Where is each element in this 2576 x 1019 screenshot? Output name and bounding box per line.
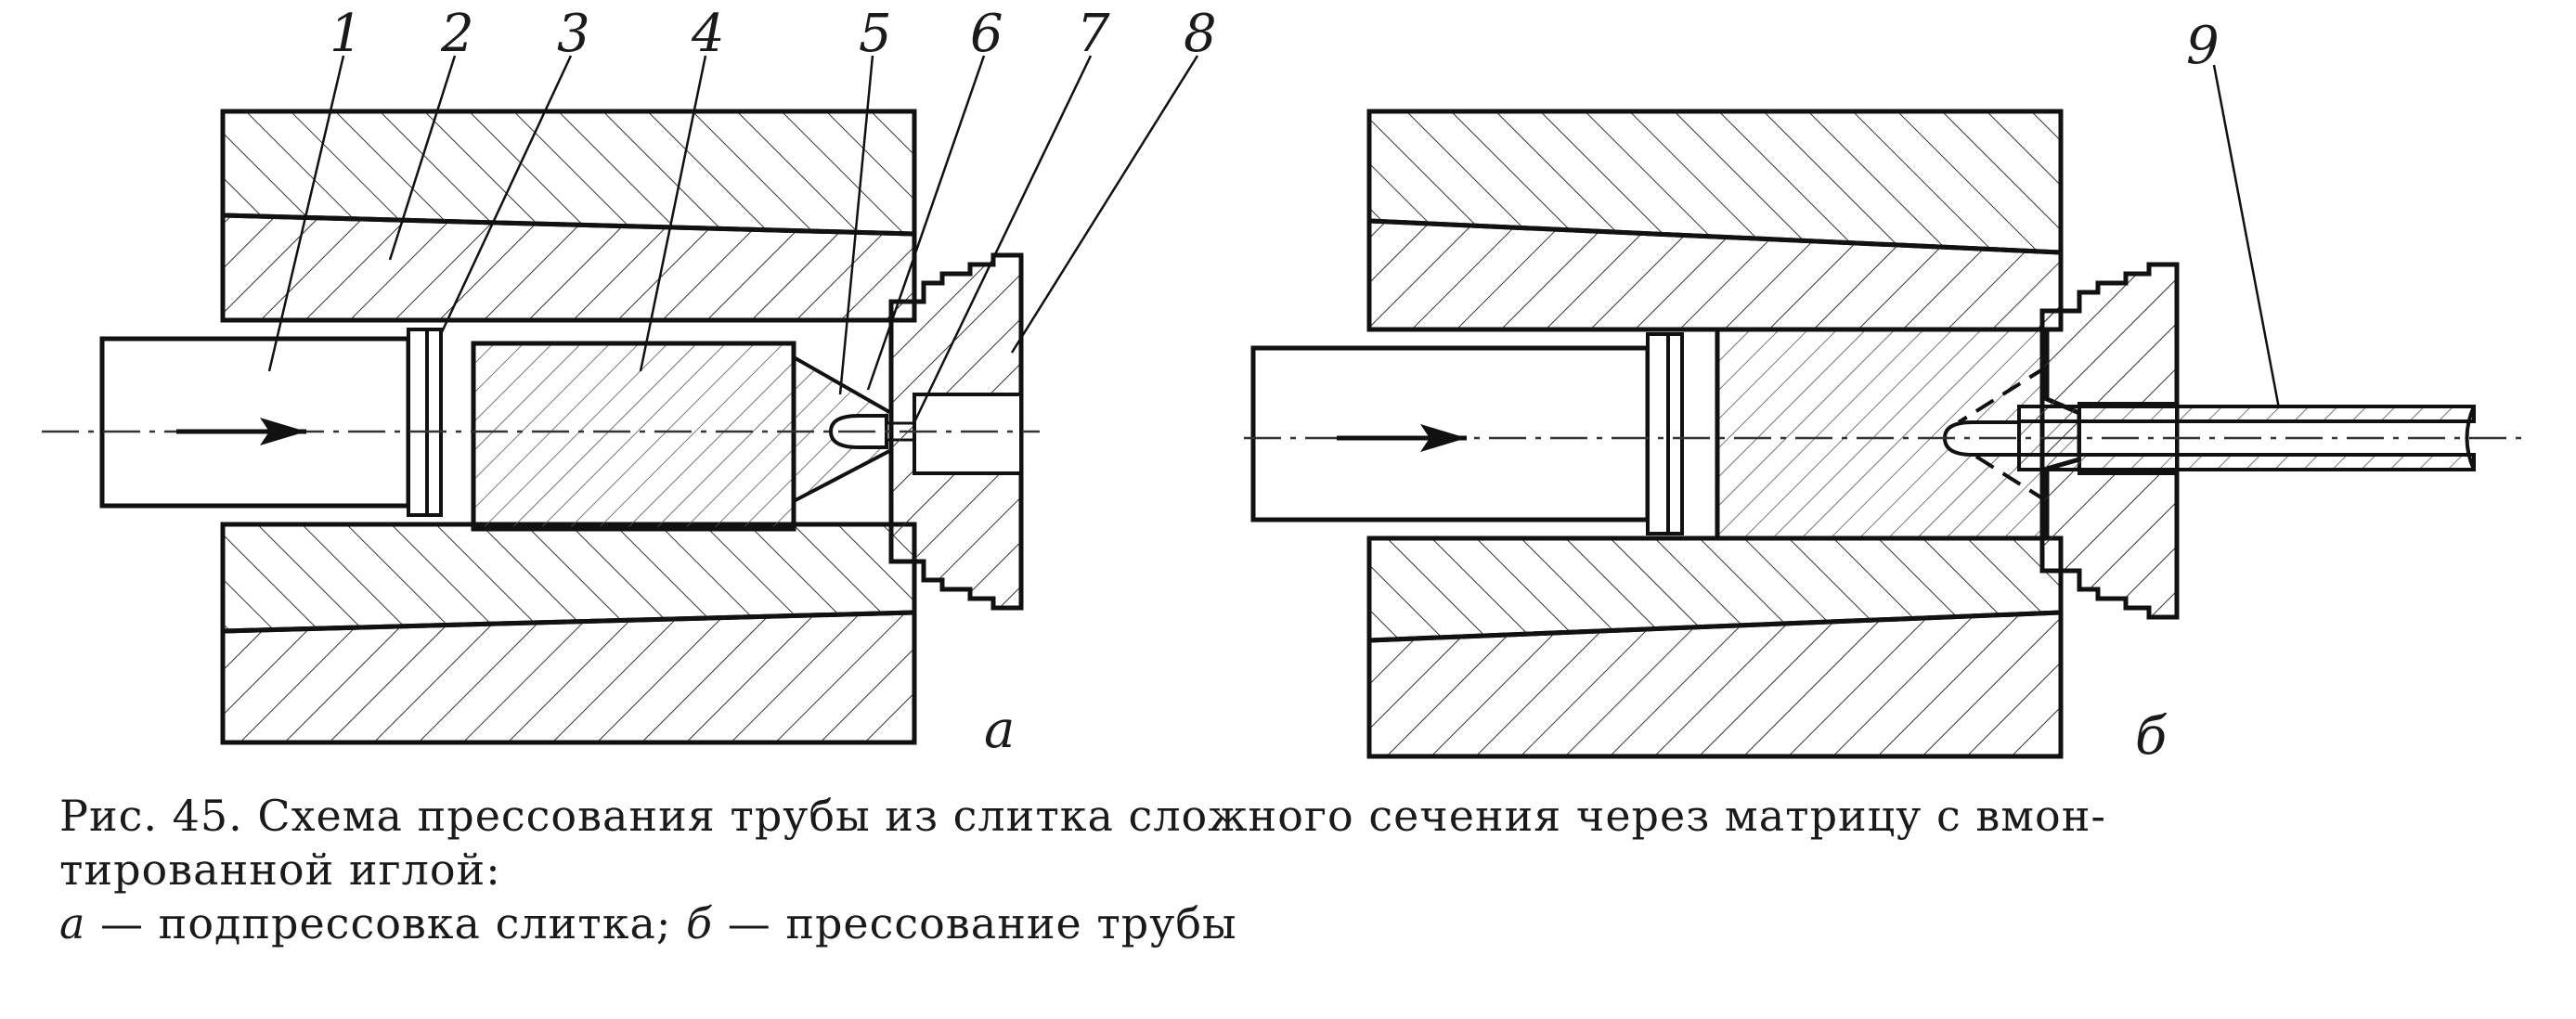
label-part-2: 2 bbox=[440, 4, 474, 64]
container-outer-bottom-b bbox=[1366, 610, 2064, 759]
view-b-letter: б bbox=[2135, 706, 2168, 761]
billet-cone-dashed bbox=[1957, 365, 2049, 503]
arrowhead-a bbox=[260, 418, 306, 445]
caption-line-3: а — подпрессовка слитка; б — прессование… bbox=[59, 896, 2510, 950]
caption-a-text: — подпрессовка слитка; bbox=[85, 898, 686, 948]
caption-line-2: тированной иглой: bbox=[59, 845, 501, 895]
press-ram bbox=[99, 336, 411, 509]
view-b: 9 б bbox=[1244, 16, 2525, 761]
caption-letter-a: а bbox=[59, 898, 86, 948]
label-part-6: 6 bbox=[970, 4, 1003, 64]
caption-letter-b: б bbox=[686, 898, 714, 948]
view-a: 1 2 3 4 5 6 7 8 а bbox=[42, 4, 1217, 760]
tube-break bbox=[2465, 406, 2476, 471]
label-part-4: 4 bbox=[691, 4, 725, 64]
dummy-block bbox=[407, 328, 429, 517]
dummy-block-face-b bbox=[1666, 332, 1684, 535]
label-part-3: 3 bbox=[557, 4, 590, 64]
dummy-block-face bbox=[425, 328, 443, 517]
caption-b-text: — прессование трубы bbox=[713, 898, 1237, 948]
label-part-9: 9 bbox=[2186, 16, 2220, 76]
tube-wall-bottom bbox=[2017, 453, 2476, 471]
leader-line-9 bbox=[2212, 64, 2281, 409]
leader-lines-a bbox=[267, 55, 1199, 423]
label-part-5: 5 bbox=[859, 4, 892, 64]
die-orifice bbox=[913, 393, 1023, 475]
label-part-8: 8 bbox=[1184, 4, 1217, 64]
container-liner-top bbox=[220, 213, 917, 323]
caption-line-1: Рис. 45. Схема прессования трубы из слит… bbox=[59, 791, 2106, 841]
container-outer-bottom bbox=[220, 610, 917, 745]
billet-upset bbox=[1715, 327, 2082, 541]
figure-caption: Рис. 45. Схема прессования трубы из слит… bbox=[59, 789, 2510, 950]
press-scheme-figure: 1 2 3 4 5 6 7 8 а 9 bbox=[42, 4, 2525, 761]
tube-wall-top bbox=[2017, 405, 2476, 423]
label-part-1: 1 bbox=[330, 4, 363, 64]
dummy-block-b bbox=[1646, 332, 1670, 535]
arrowhead-b bbox=[1420, 424, 1467, 452]
view-a-letter: а bbox=[984, 700, 1015, 760]
billet bbox=[471, 341, 796, 532]
label-part-7: 7 bbox=[1077, 4, 1110, 64]
